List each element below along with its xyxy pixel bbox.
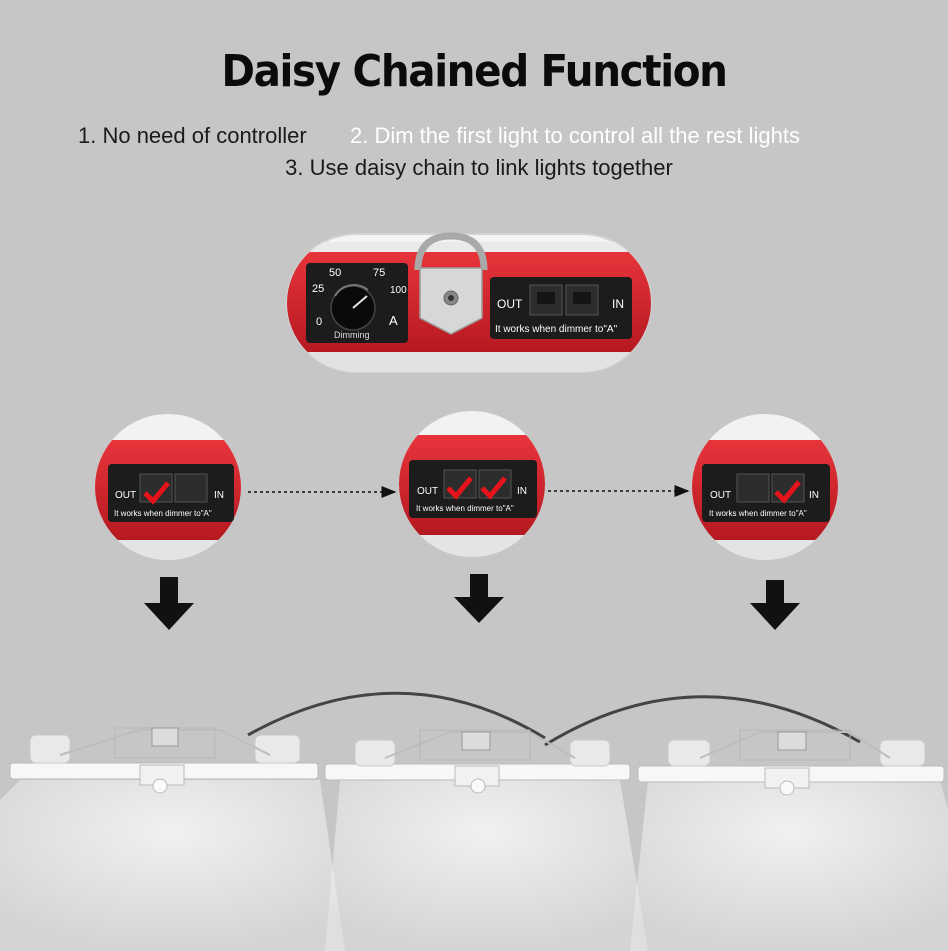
small-port-in-label: IN	[214, 490, 224, 501]
dial-tick-a: A	[389, 313, 398, 328]
dial-tick-0: 0	[316, 316, 322, 328]
small-port-out-label: OUT	[417, 486, 438, 497]
port-in-label: IN	[612, 297, 624, 311]
dial-tick-100: 100	[390, 285, 407, 296]
feature-1: 1. No need of controller	[78, 123, 307, 148]
down-arrow-icon	[454, 574, 504, 623]
check-icon	[480, 476, 507, 500]
light-beam-3	[630, 780, 948, 951]
dimmer-note: It works when dimmer to"A"	[495, 324, 618, 335]
light-fixture-2	[324, 729, 631, 794]
main-control-panel: 0 25 50 75 100 A Dimming OUT IN It works…	[286, 232, 652, 373]
check-icon	[446, 476, 473, 500]
small-note: It works when dimmer to"A"	[114, 509, 212, 518]
feature-3: 3. Use daisy chain to link lights togeth…	[285, 155, 673, 180]
feature-2: 2. Dim the first light to control all th…	[350, 123, 800, 148]
small-port-out-label: OUT	[710, 490, 731, 501]
light-fixture-1	[9, 727, 319, 794]
small-note: It works when dimmer to"A"	[416, 504, 514, 513]
port-out-label: OUT	[497, 297, 523, 311]
small-port-in-label: IN	[517, 486, 527, 497]
small-note: It works when dimmer to"A"	[709, 509, 807, 518]
dial-tick-50: 50	[329, 267, 341, 279]
down-arrow-icon	[750, 580, 800, 630]
down-arrow-icon	[144, 577, 194, 630]
check-icon	[774, 480, 801, 504]
dial-tick-25: 25	[312, 283, 324, 295]
dial-label: Dimming	[334, 330, 370, 340]
port-circle-2: OUT IN It works when dimmer to"A"	[399, 411, 545, 557]
port-circle-3: OUT IN It works when dimmer to"A"	[692, 414, 838, 560]
small-port-out-label: OUT	[115, 490, 136, 501]
light-fixture-3	[637, 729, 945, 796]
light-beam-2	[325, 780, 648, 951]
chain-cable-2	[544, 695, 861, 747]
port-circle-1: OUT IN It works when dimmer to"A"	[95, 414, 241, 560]
small-port-in-label: IN	[809, 490, 819, 501]
chain-cable-1	[247, 691, 546, 740]
page-title: Daisy Chained Function	[221, 46, 728, 97]
dial-tick-75: 75	[373, 267, 385, 279]
hanger-ring-icon	[414, 232, 488, 335]
check-icon	[143, 481, 170, 505]
light-beam-1	[0, 780, 345, 951]
